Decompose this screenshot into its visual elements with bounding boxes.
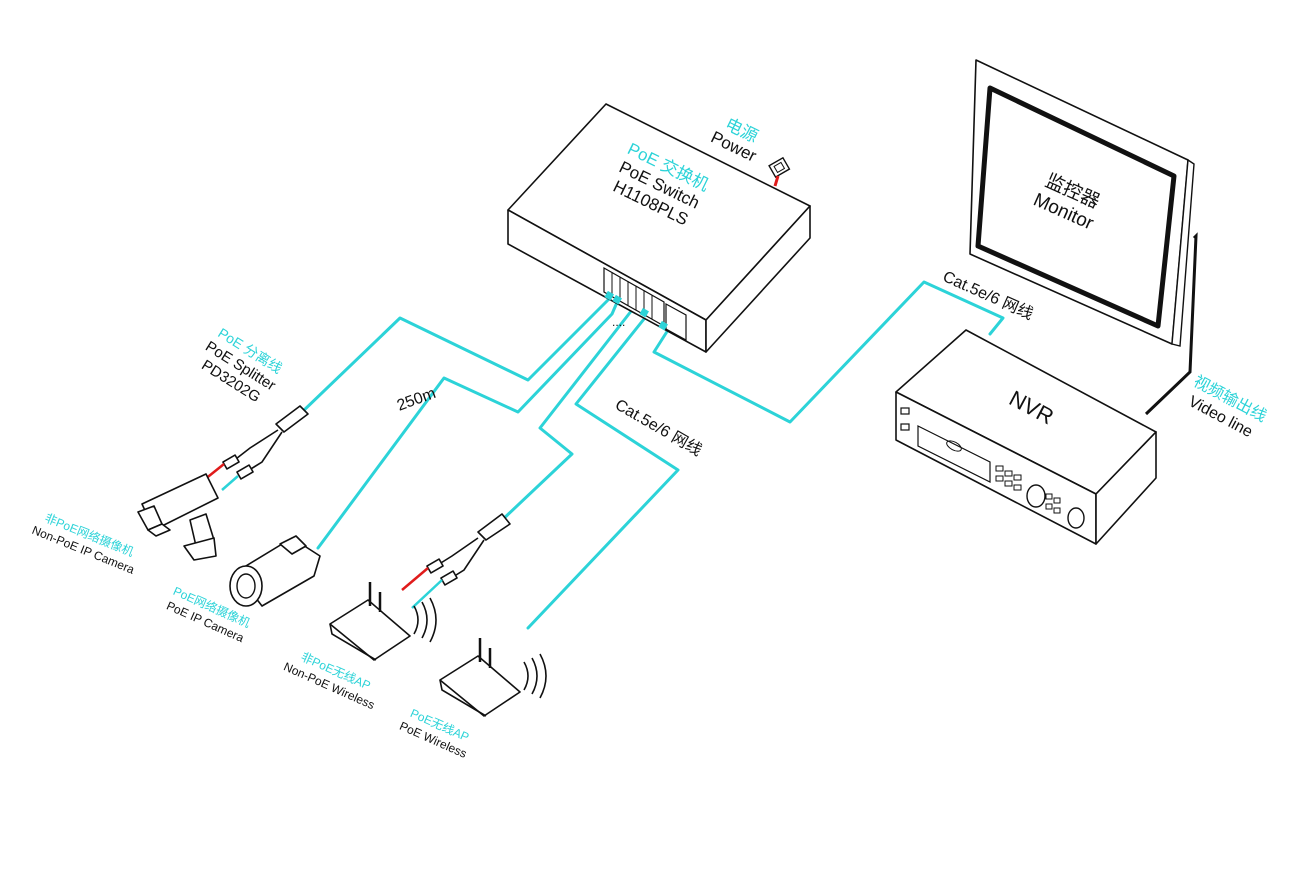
non-poe-camera xyxy=(137,473,219,561)
cable-to-splitter-camera xyxy=(298,296,612,416)
poe-splitter xyxy=(203,405,309,491)
cable-to-nvr xyxy=(652,280,1005,424)
monitor xyxy=(969,59,1198,416)
poe-splitter-ap xyxy=(401,513,511,609)
poe-switch xyxy=(507,103,811,353)
distance-label: 250m xyxy=(395,385,438,415)
poe-camera xyxy=(229,535,321,607)
cable-center-label: Cat.5e/6 网线 xyxy=(612,396,705,460)
poe-ap xyxy=(439,638,547,717)
ports-ellipsis: .... xyxy=(612,315,625,329)
cable-to-poe-ap xyxy=(526,312,680,630)
nvr xyxy=(895,329,1157,545)
cable-to-poe-camera xyxy=(316,298,620,550)
cable-to-ap-splitter xyxy=(498,308,634,524)
non-poe-ap xyxy=(329,582,437,661)
